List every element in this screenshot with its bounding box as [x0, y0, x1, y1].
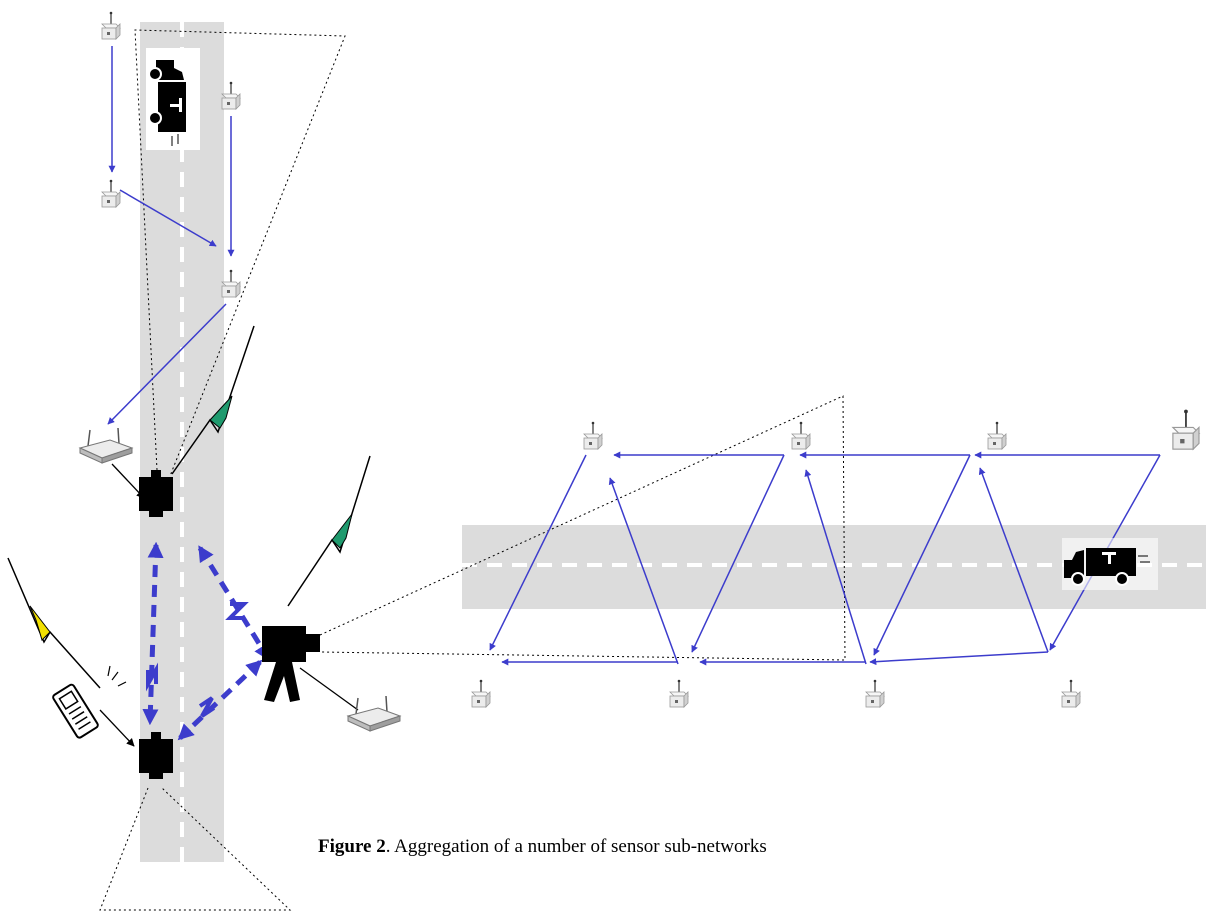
gateway-links: [99, 463, 359, 747]
lightning-icon: [171, 325, 255, 475]
interference-marks: [146, 602, 249, 718]
sensor-node-icon: [1061, 679, 1081, 708]
figure-label: Figure 2: [318, 836, 386, 857]
sensor-node-icon: [791, 421, 811, 450]
truck-icon: [1062, 538, 1158, 590]
sensor-node-icon: [221, 269, 241, 298]
sensor-node-icon: [101, 179, 121, 208]
sensor-node-icon: [471, 679, 491, 708]
sensor-node-icon: [1172, 408, 1200, 451]
horizontal-subnet-links: [489, 451, 1161, 666]
gateway-router-icon: [347, 695, 401, 732]
sensor-node-icon: [865, 679, 885, 708]
figure-caption-text: . Aggregation of a number of sensor sub-…: [385, 836, 767, 857]
lightning-icon: [287, 455, 371, 607]
camera-icon: [139, 470, 173, 517]
tripod-camera-icon: [262, 626, 320, 702]
gateway-router-icon: [79, 427, 133, 464]
truck-icon: [146, 48, 200, 150]
lightning-icon: [7, 557, 101, 689]
camera-icon: [139, 732, 173, 779]
sensor-node-icon: [101, 11, 121, 40]
sensor-node-icon: [987, 421, 1007, 450]
signal-marks: [107, 665, 127, 687]
sensor-node-icon: [669, 679, 689, 708]
camera-field-of-view: [99, 29, 846, 911]
handheld-device-icon: [52, 683, 99, 739]
sensor-node-icon: [221, 81, 241, 110]
vertical-subnet-links: [107, 46, 235, 425]
sensor-node-icon: [583, 421, 603, 450]
figure-caption: Figure 2. Aggregation of a number of sen…: [318, 836, 767, 858]
